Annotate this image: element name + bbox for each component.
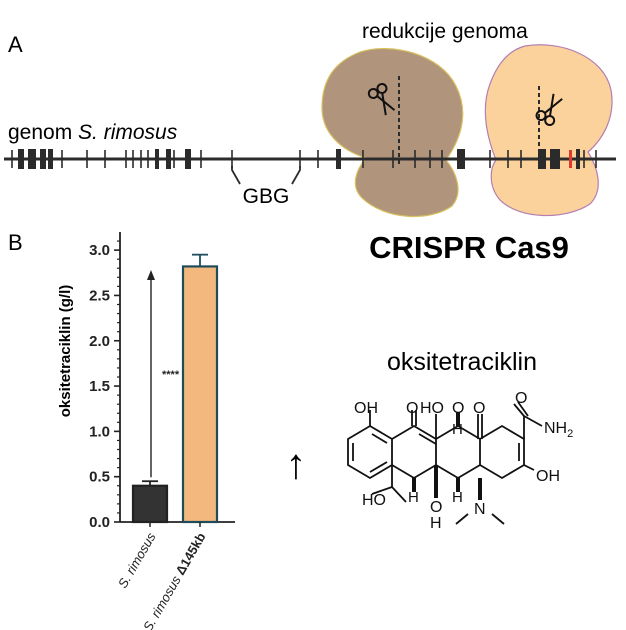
gene-marker <box>576 149 580 169</box>
bond-c6 <box>371 465 407 503</box>
bar <box>181 265 219 524</box>
y-axis-label: oksitetraciklin (g/l) <box>57 285 74 418</box>
atom-o-amide: O <box>515 390 527 407</box>
atom-nh2-subscript: 2 <box>567 428 573 440</box>
gene-marker <box>336 149 341 169</box>
scissors-icon <box>535 93 563 127</box>
genome-label-species: S. rimosus <box>78 121 178 144</box>
bar-chart: oksitetraciklin (g/l) 0.0 0.5 1.0 1.5 2.0 2.5… <box>57 232 235 630</box>
atom-oh-c3: OH <box>536 468 560 485</box>
ring-c <box>435 424 481 480</box>
scissors-icon <box>367 82 396 116</box>
atom-nh: NH <box>544 420 567 437</box>
atom-h-c12a: H <box>452 421 463 438</box>
y-tick-label: 0.0 <box>89 514 110 531</box>
atom-nh2: NH2 <box>544 420 573 440</box>
bar <box>131 484 169 524</box>
gene-marker <box>166 149 171 169</box>
gene-marker <box>155 149 159 169</box>
genome-track <box>4 149 616 169</box>
ring-aromatic <box>347 424 393 480</box>
y-tick-label: 3.0 <box>89 242 110 259</box>
increase-arrow-icon: ↑ <box>286 440 307 487</box>
y-tick-label: 1.0 <box>89 423 110 440</box>
gene-marker <box>40 149 46 169</box>
gene-marker <box>48 149 53 169</box>
gene-marker <box>18 149 24 169</box>
ring-c-double <box>418 433 437 445</box>
y-tick-label: 0.5 <box>89 469 110 486</box>
atom-ho-c6: HO <box>362 492 386 509</box>
significance-stars: **** <box>162 369 180 381</box>
y-tick-label: 1.5 <box>89 378 110 395</box>
genome-reduction-label: redukcije genoma <box>362 20 528 43</box>
gbg-bracket <box>231 166 301 185</box>
bond-c1-o <box>477 414 483 439</box>
gene-marker <box>550 149 560 169</box>
ring-aromatic-inner <box>352 433 388 473</box>
molecule-title: oksitetraciklin <box>387 348 537 376</box>
crispr-cas9-label: CRISPR Cas9 <box>369 230 569 265</box>
bond-amide <box>513 401 543 439</box>
x-tick-label-italic: S. rimosus <box>140 570 185 630</box>
oxytetracycline-structure <box>347 401 543 525</box>
atom-o-c1: O <box>473 400 485 417</box>
x-tick-label-italic: S. rimosus <box>115 530 159 591</box>
bond-n-methyls <box>455 513 505 525</box>
atom-o-c11: O <box>406 400 418 417</box>
atom-oh-phenol: OH <box>354 400 378 417</box>
x-tick-label: S. rimosus <box>115 530 159 591</box>
gene-marker <box>569 150 572 168</box>
gbg-label: GBG <box>243 185 290 208</box>
gene-marker <box>28 149 36 169</box>
cas9-protein-right <box>484 44 613 217</box>
atom-o-c12a: O <box>452 400 464 417</box>
bond-c3-oh <box>523 464 535 471</box>
significance-arrow-head <box>147 270 155 280</box>
panel-b-label: B <box>8 230 23 255</box>
atom-n-dimethyl: N <box>474 501 486 518</box>
atom-h-c4a: H <box>452 489 463 506</box>
molecule-atom-labels: OH O HO O H O O NH2 OH HO H O H H N <box>354 390 573 532</box>
genome-label-prefix: genom <box>8 121 78 144</box>
genome-label: genom S. rimosus <box>8 121 178 144</box>
gene-marker <box>185 149 191 169</box>
cas9-protein-left <box>321 48 464 218</box>
panel-a-label: A <box>8 32 23 57</box>
ring-d <box>479 424 525 480</box>
x-tick-label-bold: Δ145kb <box>172 530 208 578</box>
gene-marker <box>457 149 465 169</box>
y-tick-label: 2.0 <box>89 333 110 350</box>
atom-o-c5: O <box>430 499 442 516</box>
gene-marker <box>538 149 546 169</box>
y-tick-label: 2.5 <box>89 287 110 304</box>
atom-h-c5a: H <box>408 489 419 506</box>
atom-h-c5: H <box>430 515 442 532</box>
bond-c11-o <box>411 410 417 426</box>
ring-b <box>391 424 437 480</box>
atom-oh-c12: HO <box>420 400 444 417</box>
